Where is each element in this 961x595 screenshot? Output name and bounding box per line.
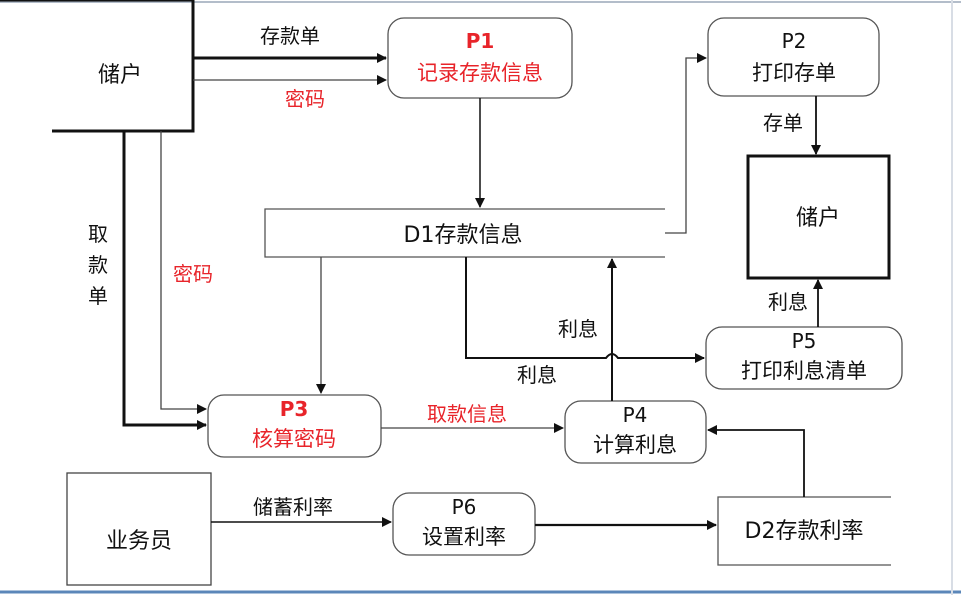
- flow-interest-right-arrow: [465, 257, 705, 363]
- store-d1: D1存款信息: [264, 208, 665, 258]
- flow-interest-right-label: 利息: [517, 363, 557, 387]
- process-p6-id: P6: [452, 495, 477, 519]
- entity-depositor-left-label: 储户: [98, 63, 142, 88]
- flow-withdraw-slip-char-2: 款: [88, 253, 108, 277]
- process-p1-id: P1: [466, 29, 495, 53]
- process-p4: P4 计算利息: [564, 400, 707, 464]
- process-p1: P1 记录存款信息: [387, 17, 573, 99]
- process-p6: P6 设置利率: [392, 492, 536, 556]
- flow-savings-rate-label: 储蓄利率: [253, 495, 333, 519]
- process-p2-id: P2: [782, 29, 807, 53]
- process-p4-name: 计算利息: [593, 433, 677, 457]
- process-p3-id: P3: [280, 397, 309, 421]
- flow-password-left-arrow: [160, 131, 207, 414]
- store-d2: D2存款利率: [717, 496, 891, 566]
- entity-depositor-right-label: 储户: [796, 206, 840, 231]
- process-p6-name: 设置利率: [422, 525, 506, 549]
- entity-clerk: 业务员: [66, 472, 212, 586]
- entity-depositor-left: 储户: [0, 0, 195, 133]
- entity-clerk-label: 业务员: [106, 529, 172, 554]
- process-p3: P3 核算密码: [207, 394, 382, 458]
- flow-d2-to-p4-arrow: [707, 425, 805, 497]
- flow-interest-p5-label: 利息: [768, 290, 808, 314]
- entity-depositor-right: 储户: [746, 154, 891, 280]
- process-p4-id: P4: [623, 403, 648, 427]
- flow-interest-up-label: 利息: [558, 317, 598, 341]
- store-d2-label: D2存款利率: [745, 519, 864, 544]
- flow-password-top-label: 密码: [285, 87, 325, 111]
- process-p1-name: 记录存款信息: [417, 61, 543, 85]
- flow-withdraw-slip-char-1: 取: [88, 222, 108, 246]
- flow-withdraw-info-label: 取款信息: [427, 402, 507, 426]
- process-p2-name: 打印存单: [752, 61, 836, 85]
- process-p2: P2 打印存单: [707, 17, 880, 97]
- flow-withdraw-slip-char-3: 单: [88, 284, 108, 308]
- flow-receipt-label: 存单: [763, 111, 803, 135]
- process-p5: P5 打印利息清单: [705, 326, 903, 390]
- flow-withdraw-slip-arrow: [122, 131, 207, 430]
- flow-deposit-slip-label: 存款单: [260, 24, 320, 48]
- process-p3-name: 核算密码: [252, 427, 336, 451]
- flow-password-left-label: 密码: [173, 262, 213, 286]
- flow-d1-to-p2-arrow: [665, 53, 707, 234]
- process-p5-name: 打印利息清单: [741, 359, 867, 383]
- store-d1-label: D1存款信息: [404, 223, 523, 248]
- process-p5-id: P5: [792, 329, 817, 353]
